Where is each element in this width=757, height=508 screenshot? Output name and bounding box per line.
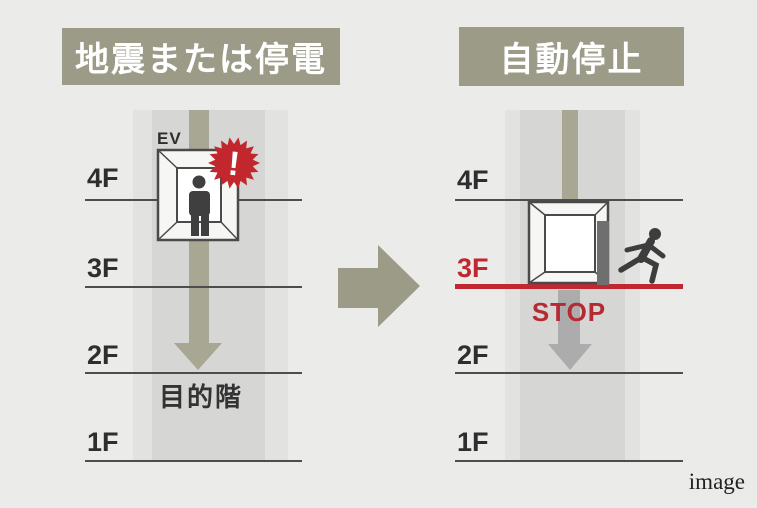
left-panel-title: 地震または停電 <box>62 28 340 85</box>
stop-line <box>455 284 683 289</box>
left-floor-line-2f <box>85 372 302 374</box>
right-floor-line-1f <box>455 460 683 462</box>
running-person-icon <box>618 228 666 284</box>
right-panel-title: 自動停止 <box>459 27 684 86</box>
left-floor-line-3f <box>85 286 302 288</box>
elevator-cable-stripe <box>562 110 578 200</box>
left-floor-label-2f: 2F <box>87 340 119 370</box>
transition-right-arrow-icon <box>338 245 420 327</box>
right-floor-line-4f <box>455 199 683 201</box>
ev-label: EV <box>157 129 182 148</box>
right-floor-label-3f-stop: 3F <box>457 253 489 283</box>
left-floor-label-1f: 1F <box>87 427 119 457</box>
elevator-door <box>597 221 609 285</box>
elevator-box-open <box>527 200 610 285</box>
alert-exclamation: ! <box>226 145 241 184</box>
right-floor-label-4f: 4F <box>457 165 489 195</box>
right-floor-line-2f <box>455 372 683 374</box>
watermark-image-label: image <box>688 469 745 494</box>
cancelled-descent-arrow-icon <box>548 290 592 370</box>
left-floor-label-4f: 4F <box>87 163 119 193</box>
left-floor-line-1f <box>85 460 302 462</box>
left-floor-label-3f: 3F <box>87 253 119 283</box>
stop-label: STOP <box>531 297 607 327</box>
right-floor-label-1f: 1F <box>457 427 489 457</box>
destination-floor-label: 目的階 <box>159 382 244 412</box>
passenger-icon <box>189 175 210 236</box>
alert-burst-icon: ! <box>208 137 260 189</box>
right-floor-label-2f: 2F <box>457 340 489 370</box>
